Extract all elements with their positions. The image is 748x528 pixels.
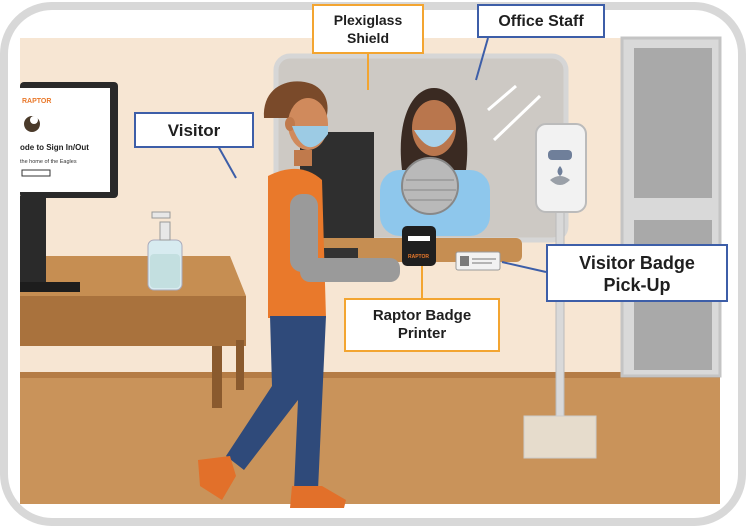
printer-label-line1: Raptor Badge [372, 307, 472, 324]
kiosk-brand: RAPTOR [22, 98, 51, 105]
sanitizer-liquid [150, 254, 180, 288]
visitor-shoe [290, 486, 346, 508]
dispenser-hand-icon [550, 176, 570, 185]
plexiglass-label-line1: Plexiglass [333, 12, 403, 28]
baseboard [20, 372, 720, 378]
raptor-printer-label: Raptor Badge Printer [344, 298, 500, 352]
kiosk-line1: ode to Sign In/Out [20, 143, 89, 152]
plexiglass-shield-label: Plexiglass Shield [312, 4, 424, 54]
office-staff-connector [475, 37, 489, 81]
speaker-grille-icon [401, 157, 459, 215]
visitor-connector [217, 145, 237, 179]
desk-leg [236, 340, 244, 390]
printer-slot [408, 236, 430, 241]
door-panel-top [634, 48, 712, 198]
eagle-head-icon [30, 116, 38, 124]
desk-leg [212, 346, 222, 408]
sanitizer-pump [159, 221, 171, 241]
badge-printer [402, 226, 436, 266]
dispenser-drop-icon [557, 166, 563, 176]
visitor-shoe [198, 456, 236, 500]
visitor-label: Visitor [134, 112, 254, 148]
dispenser-base [523, 415, 597, 459]
counter-shadow [318, 248, 358, 258]
floor [20, 376, 720, 504]
kiosk-input-box [21, 169, 51, 177]
sanitizer-nozzle [151, 211, 171, 219]
visitor-label-text: Visitor [167, 121, 221, 140]
visitor-ear [285, 117, 295, 131]
visitor-mask [292, 126, 328, 148]
badge-photo [460, 256, 469, 266]
visitor-pants [226, 316, 326, 490]
glass-glare [487, 84, 517, 112]
plexiglass-label-line2: Shield [346, 30, 389, 46]
office-staff-label-text: Office Staff [498, 13, 584, 30]
printer-brand: RAPTOR [408, 254, 429, 260]
printer-label-line2: Printer [397, 325, 447, 342]
kiosk-line2: the home of the Eagles [20, 159, 77, 165]
dispenser-window [548, 150, 572, 160]
office-staff-label: Office Staff [477, 4, 605, 38]
pickup-label-line2: Pick-Up [603, 275, 671, 295]
glass-glare [492, 94, 542, 142]
staff-face [412, 100, 456, 156]
staff-mask [414, 130, 454, 147]
pickup-label-line1: Visitor Badge [579, 253, 695, 273]
kiosk-stand [20, 196, 46, 292]
visitor-neck [294, 150, 312, 166]
visitor-arm [290, 194, 318, 272]
kiosk-base [20, 282, 80, 292]
side-desk-front [20, 296, 246, 346]
pickup-connector [501, 261, 547, 273]
visitor-badge-pickup-label: Visitor Badge Pick-Up [546, 244, 728, 302]
visitor-forearm [300, 258, 400, 282]
kiosk-screen [20, 88, 110, 192]
